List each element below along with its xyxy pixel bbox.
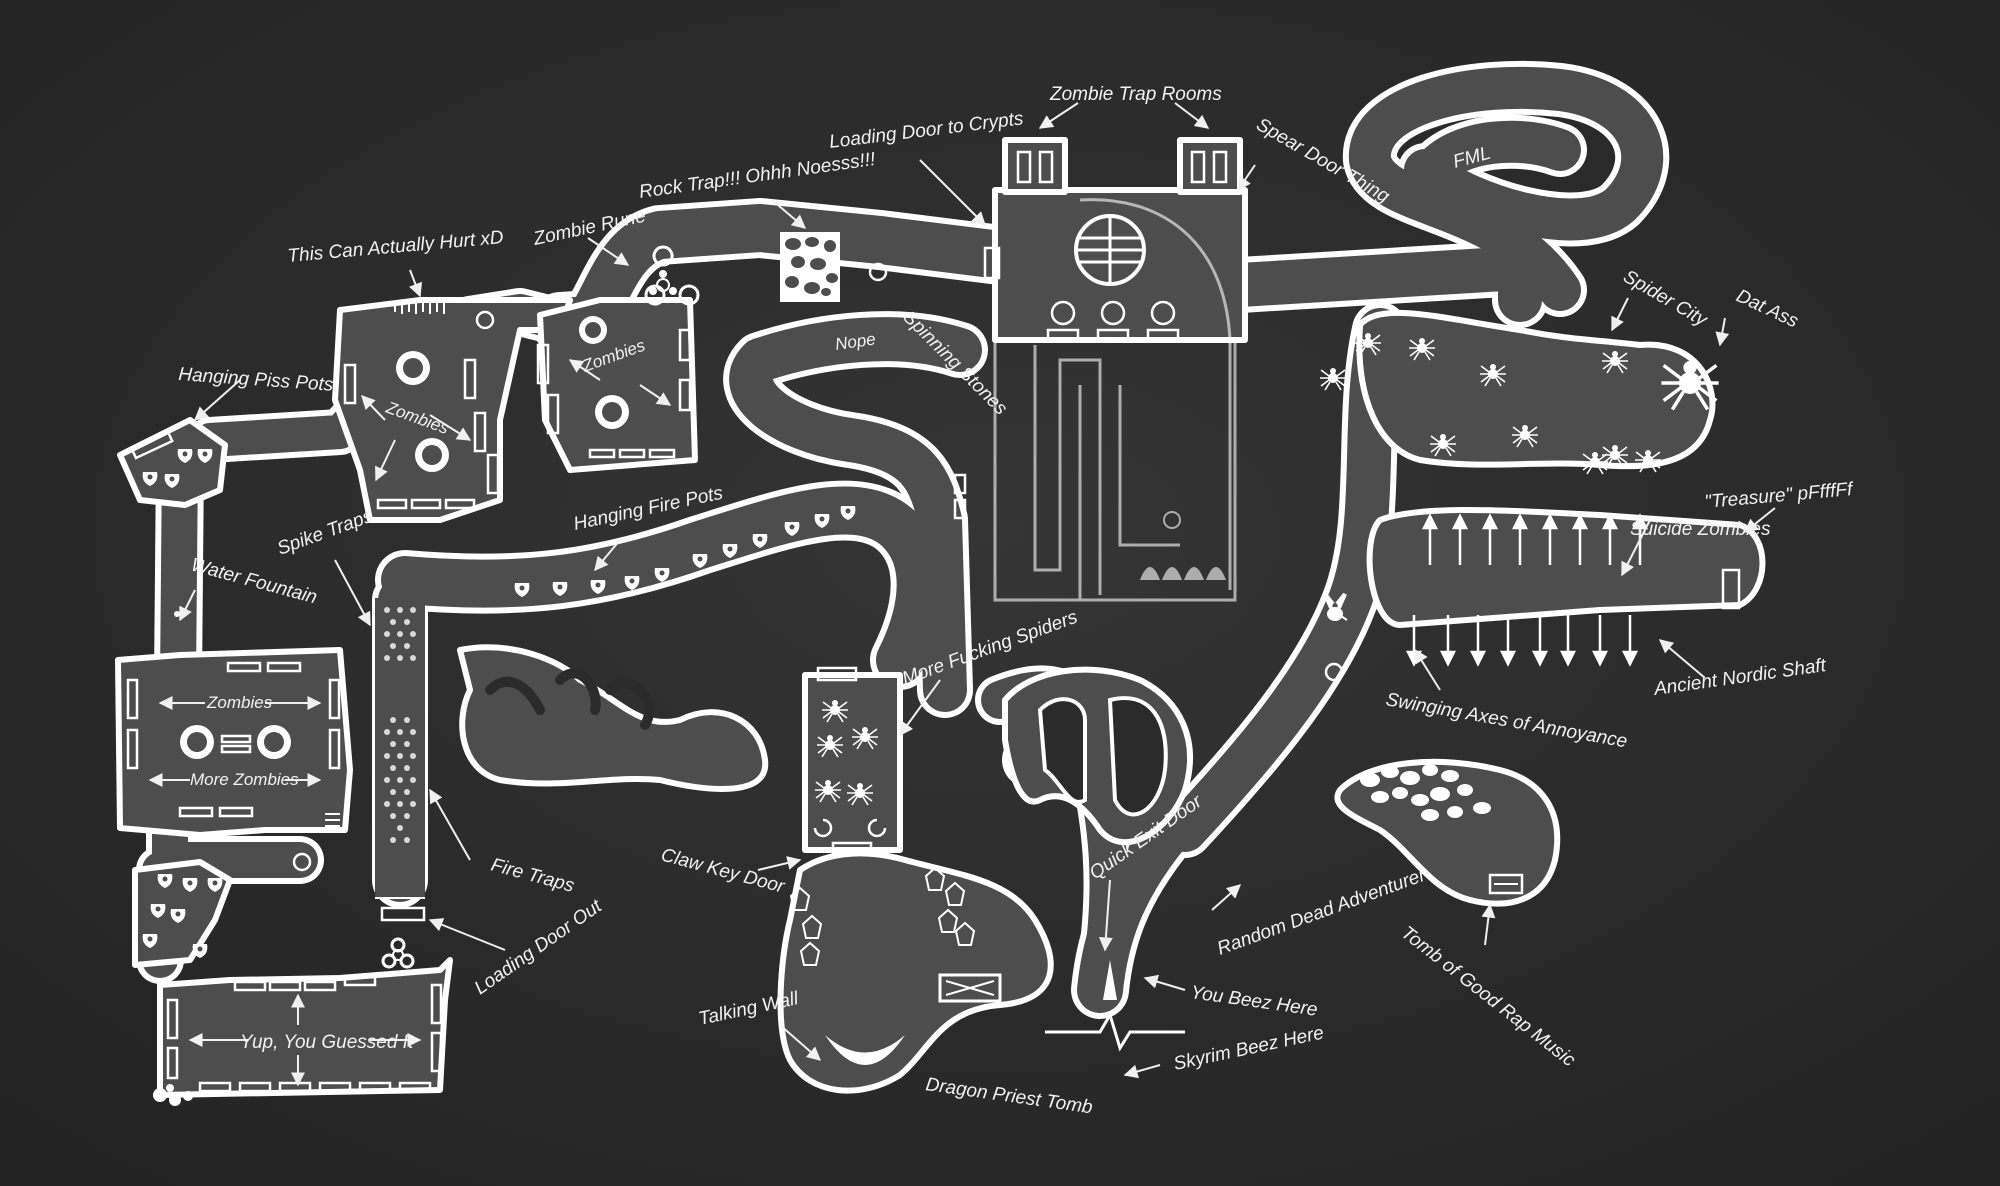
entrance-marker (1045, 960, 1185, 1052)
biohazard-icon (381, 937, 415, 969)
zombie-rooms-north (332, 297, 698, 523)
quick-exit-loop (1002, 666, 1193, 846)
lower-left-pot-corridor (132, 859, 233, 968)
piss-pots-room (117, 417, 228, 508)
playboy-bunny-icon (1323, 592, 1348, 621)
zombie-room-west (115, 611, 353, 872)
label-more-zombies: More Zombies (190, 770, 299, 789)
fire-pit-room (457, 644, 769, 792)
label-zombies-west: Zombies (206, 693, 273, 712)
label-pointers (148, 102, 1776, 1087)
rock-trap (780, 232, 888, 302)
rap-tomb-room (1334, 758, 1561, 907)
rune-icon (1324, 662, 1344, 682)
dragon-priest-tomb-room (777, 850, 1054, 1094)
fire-trap-column (375, 598, 426, 922)
biohazard-icon (644, 245, 700, 306)
label-yup-guessed: Yup, You Guessed It (240, 1032, 414, 1053)
label-suicide-zombies: Suicide Zombies (1630, 519, 1771, 540)
spider-city (1319, 309, 1721, 475)
ancient-nordic-shaft (1366, 507, 1766, 667)
spider-chamber (802, 473, 967, 857)
label-zombie-trap-rooms: Zombie Trap Rooms (1049, 84, 1222, 105)
yup-room (153, 957, 453, 1106)
zombie-trap-building (983, 137, 1248, 602)
